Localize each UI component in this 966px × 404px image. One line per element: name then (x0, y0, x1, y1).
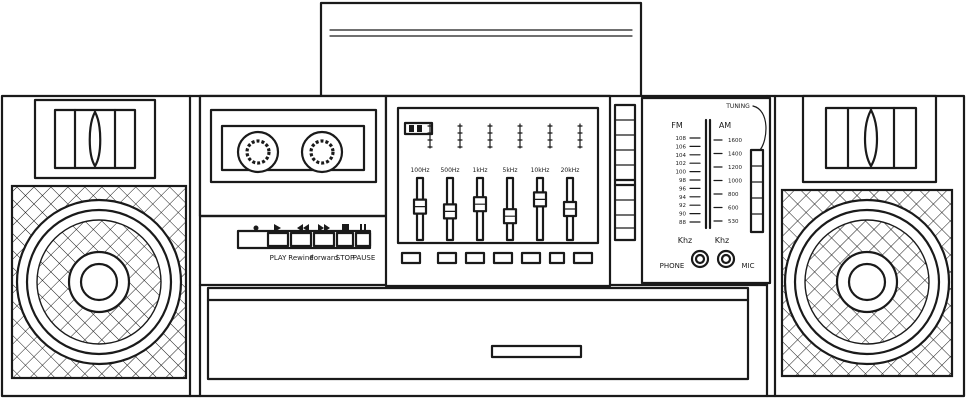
transport-buttons: PLAY Rewind Forward STOP PAUSE (253, 224, 376, 262)
tuning-label: TUNING (725, 103, 750, 110)
cassette-reel-left (236, 130, 280, 174)
equalizer-panel: 100Hz 500Hz 1kHz 5kHz 10kHz 20kHz (384, 94, 612, 288)
eq-slider-6[interactable]: 20kHz (561, 123, 583, 242)
eq-band-label: 5kHz (503, 167, 518, 174)
fm-scale-value: 104 (676, 153, 687, 159)
tuning-dial[interactable] (749, 148, 765, 234)
fm-scale-value: 94 (679, 195, 686, 201)
am-frequency-scale: 1600 1400 1200 1000 800 600 530 (713, 138, 742, 225)
preset-button[interactable] (572, 251, 594, 265)
rewind-label: Rewind (288, 254, 313, 262)
fm-frequency-scale: 108 106 104 102 100 98 96 94 92 90 88 (676, 136, 701, 226)
eq-slider-3[interactable]: 1kHz (473, 123, 493, 242)
am-scale-value: 800 (728, 192, 739, 198)
eq-band-label: 10kHz (531, 167, 550, 174)
record-indicator-icon (253, 225, 259, 231)
preset-button[interactable] (548, 251, 566, 265)
preset-button[interactable] (400, 251, 422, 265)
am-scale-value: 530 (728, 219, 739, 225)
forward-button[interactable]: Forward (310, 224, 338, 262)
preset-button[interactable] (436, 251, 458, 265)
right-speaker (780, 94, 954, 378)
forward-label: Forward (310, 254, 338, 262)
radio-tuner: TUNING FM AM 108 106 104 102 100 98 96 94 92 90 88… (640, 96, 772, 285)
eq-slider-5[interactable]: 10kHz (531, 123, 553, 242)
left-speaker (10, 98, 188, 380)
eq-band-label: 500Hz (440, 167, 459, 174)
am-scale-value: 1600 (728, 138, 742, 144)
fm-scale-value: 108 (676, 136, 687, 142)
fm-scale-value: 100 (676, 170, 687, 176)
phone-label: PHONE (660, 262, 685, 270)
fm-scale-value: 90 (679, 212, 686, 218)
fm-label: FM (671, 121, 683, 130)
preset-button[interactable] (464, 251, 486, 265)
fm-scale-value: 98 (679, 178, 686, 184)
eq-preset-buttons (400, 251, 594, 265)
tray-handle[interactable] (490, 344, 583, 359)
eq-band-label: 20kHz (561, 167, 580, 174)
mic-label: MIC (742, 262, 755, 270)
cassette-reel-right (300, 130, 344, 174)
preset-button[interactable] (520, 251, 542, 265)
audio-jacks: PHONE MIC (660, 249, 755, 270)
pause-label: PAUSE (353, 254, 376, 262)
eq-band-label: 100Hz (410, 167, 429, 174)
stop-button[interactable]: STOP (336, 224, 354, 262)
fm-scale-value: 92 (679, 203, 686, 209)
khz-label-right: Khz (715, 236, 730, 245)
am-scale-value: 1000 (728, 179, 742, 185)
eq-sliders: 100Hz 500Hz 1kHz 5kHz 10kHz 20kHz (410, 123, 583, 242)
carry-handle (319, 1, 643, 100)
phone-jack[interactable] (690, 249, 710, 269)
am-label: AM (719, 121, 731, 130)
cassette-deck (198, 94, 388, 250)
eq-band-label: 1kHz (473, 167, 488, 174)
fm-scale-value: 102 (676, 161, 687, 167)
mic-jack[interactable] (716, 249, 736, 269)
stop-label: STOP (336, 254, 354, 262)
play-button[interactable]: PLAY (266, 224, 290, 262)
fm-scale-value: 106 (676, 144, 687, 150)
eq-slider-2[interactable]: 500Hz (440, 123, 463, 242)
eq-slider-1[interactable]: 100Hz (410, 123, 433, 242)
khz-label-left: Khz (678, 236, 693, 245)
am-scale-value: 1200 (728, 165, 742, 171)
am-scale-value: 600 (728, 206, 739, 212)
disc-tray[interactable] (206, 286, 750, 381)
pause-button[interactable]: PAUSE (353, 224, 376, 262)
play-label: PLAY (270, 254, 288, 262)
eq-slider-4[interactable]: 5kHz (503, 123, 523, 242)
fm-scale-value: 88 (679, 220, 686, 226)
preset-button[interactable] (492, 251, 514, 265)
volume-control[interactable] (613, 103, 637, 242)
fm-scale-value: 96 (679, 186, 686, 192)
am-scale-value: 1400 (728, 152, 742, 158)
rewind-button[interactable]: Rewind (288, 224, 314, 262)
